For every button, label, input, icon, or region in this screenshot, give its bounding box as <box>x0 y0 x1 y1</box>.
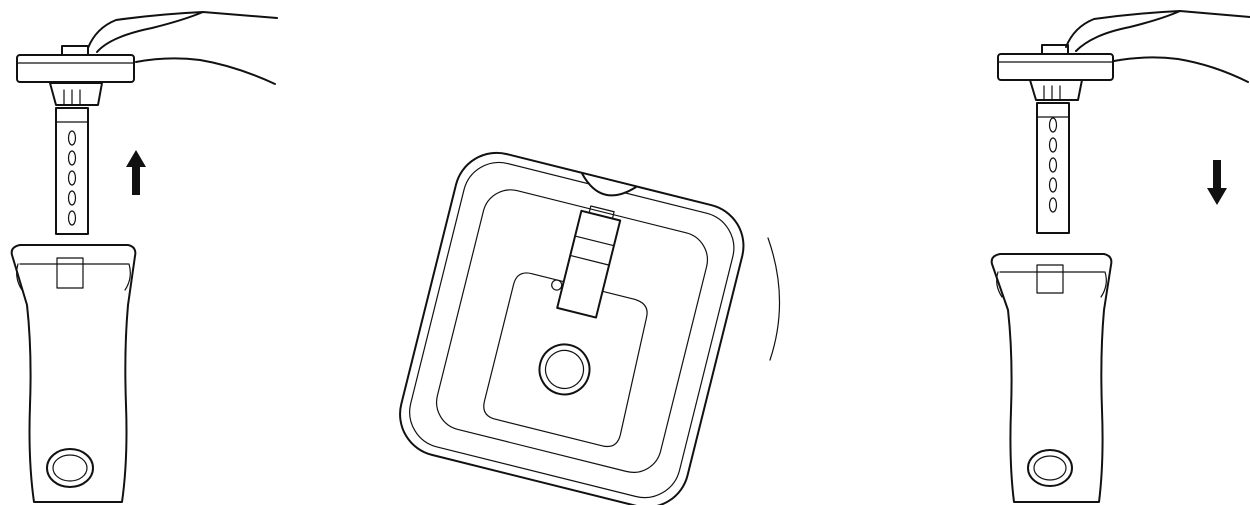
panel-tank-base <box>391 144 752 505</box>
panel-remove-filter <box>12 12 277 502</box>
rotation-motion-line <box>768 238 780 360</box>
panel-reinsert-filter <box>992 11 1250 502</box>
filter-slot-post <box>547 201 622 317</box>
arrow-down-icon <box>1207 160 1227 205</box>
tank-body-left <box>12 245 136 502</box>
tank-cap-left <box>17 46 134 105</box>
arrow-up-icon <box>126 150 146 195</box>
tank-body-right <box>992 254 1112 502</box>
tank-cap-right <box>998 45 1113 100</box>
filter-tube-left <box>56 108 88 234</box>
tank-base-top-view <box>391 144 752 505</box>
filter-tube-right <box>1037 103 1069 233</box>
